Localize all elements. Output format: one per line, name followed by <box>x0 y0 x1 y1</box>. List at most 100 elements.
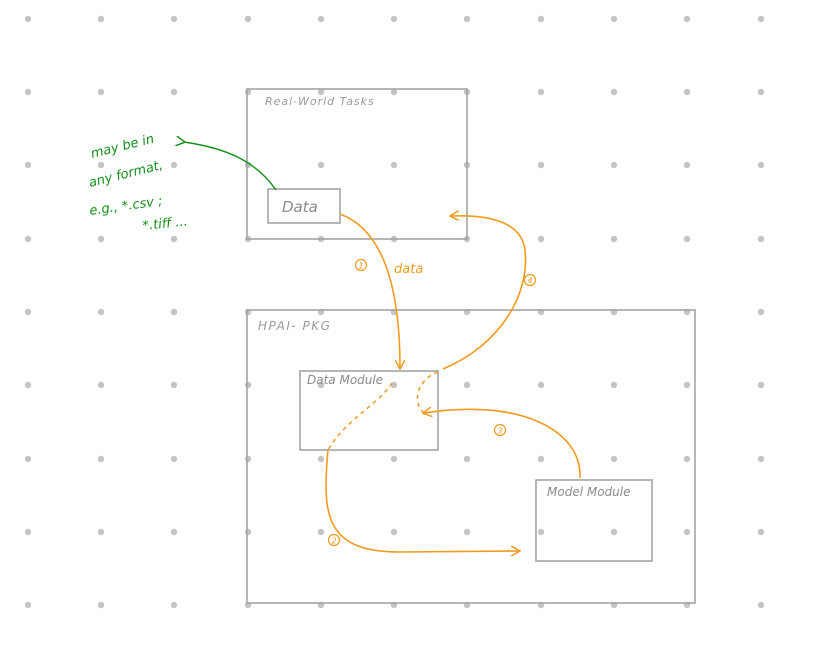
grid-dot <box>757 308 765 316</box>
grid-dot <box>24 455 32 463</box>
note-line-3: e.g., *.csv ; <box>88 194 163 219</box>
grid-dot <box>757 235 765 243</box>
grid-dot <box>24 528 32 536</box>
grid-dot <box>390 15 398 23</box>
grid-dot <box>170 601 178 609</box>
grid-dot <box>390 161 398 169</box>
grid-dot <box>244 455 252 463</box>
data-box-label: Data <box>282 198 318 216</box>
real-world-tasks-box <box>246 88 468 240</box>
model-module-label: Model Module <box>547 485 630 499</box>
grid-dot <box>390 528 398 536</box>
grid-dot <box>24 308 32 316</box>
grid-dot <box>537 381 545 389</box>
data-module-label: Data Module <box>307 373 383 387</box>
grid-dot <box>757 88 765 96</box>
grid-dot <box>757 381 765 389</box>
grid-dot <box>170 308 178 316</box>
arrow-3-model-module-to-data-module <box>424 409 581 479</box>
hpai-pkg-label: HPAI- PKG <box>258 319 331 333</box>
grid-dot <box>244 15 252 23</box>
grid-dot <box>170 235 178 243</box>
grid-dot <box>170 88 178 96</box>
grid-dot <box>683 15 691 23</box>
model-module-box <box>535 479 653 562</box>
grid-dot <box>463 381 471 389</box>
grid-dot <box>610 235 618 243</box>
arrow-1-label: data <box>394 262 423 277</box>
step-3-badge <box>493 423 507 437</box>
grid-dot <box>757 161 765 169</box>
note-arrow <box>184 142 277 191</box>
step-1-badge <box>354 258 368 272</box>
step-1-number: 1 <box>358 262 363 271</box>
grid-dot <box>97 15 105 23</box>
grid-dot <box>97 528 105 536</box>
grid-dot <box>317 455 325 463</box>
grid-dot <box>683 161 691 169</box>
real-world-tasks-label: Real-World Tasks <box>265 95 375 108</box>
grid-dot <box>244 381 252 389</box>
grid-dot <box>24 161 32 169</box>
grid-dot <box>170 15 178 23</box>
grid-dot <box>97 308 105 316</box>
arrow-1-data-to-data-module <box>339 213 400 368</box>
arrow-4-dashed-segment <box>416 371 439 414</box>
grid-dot <box>170 455 178 463</box>
grid-dot <box>24 601 32 609</box>
grid-dot <box>24 88 32 96</box>
grid-dot <box>317 161 325 169</box>
grid-dot <box>170 381 178 389</box>
grid-dot <box>537 161 545 169</box>
arrow-2-data-module-to-model-module <box>325 449 519 552</box>
grid-dot <box>24 381 32 389</box>
grid-dot <box>463 15 471 23</box>
grid-dot <box>610 528 618 536</box>
step-4-badge <box>523 273 537 287</box>
step-3-number: 3 <box>497 427 502 436</box>
grid-dot <box>317 528 325 536</box>
grid-dot <box>24 235 32 243</box>
grid-dot <box>317 15 325 23</box>
arrow-4-data-module-to-real-world <box>442 216 527 370</box>
grid-dot <box>244 528 252 536</box>
grid-dot <box>170 528 178 536</box>
grid-dot <box>317 88 325 96</box>
grid-dot <box>683 455 691 463</box>
grid-dot <box>537 528 545 536</box>
data-box <box>267 188 341 224</box>
grid-dot <box>390 88 398 96</box>
format-note: may be in any format, e.g., *.csv ; *.ti… <box>87 132 188 234</box>
grid-dot <box>757 15 765 23</box>
hpai-pkg-box <box>246 309 696 604</box>
grid-dot <box>97 88 105 96</box>
grid-dot <box>537 15 545 23</box>
grid-dot <box>610 455 618 463</box>
grid-dot <box>97 161 105 169</box>
step-2-badge <box>327 533 341 547</box>
grid-dot <box>537 88 545 96</box>
grid-dot <box>683 528 691 536</box>
grid-dot <box>390 381 398 389</box>
grid-dot <box>683 235 691 243</box>
arrow-2-dashed-segment <box>327 382 393 451</box>
grid-dot <box>610 88 618 96</box>
step-2-number: 2 <box>331 537 336 546</box>
grid-dot <box>97 601 105 609</box>
note-line-1: may be in <box>89 132 155 162</box>
grid-dot <box>683 88 691 96</box>
grid-dot <box>610 161 618 169</box>
grid-dot <box>97 381 105 389</box>
grid-dot <box>537 455 545 463</box>
grid-dot <box>537 235 545 243</box>
dot-grid <box>24 15 765 609</box>
grid-dot <box>170 161 178 169</box>
grid-dot <box>757 455 765 463</box>
grid-dot <box>463 528 471 536</box>
grid-dot <box>610 15 618 23</box>
grid-dot <box>610 381 618 389</box>
grid-dot <box>317 381 325 389</box>
grid-dot <box>757 601 765 609</box>
grid-dot <box>390 455 398 463</box>
